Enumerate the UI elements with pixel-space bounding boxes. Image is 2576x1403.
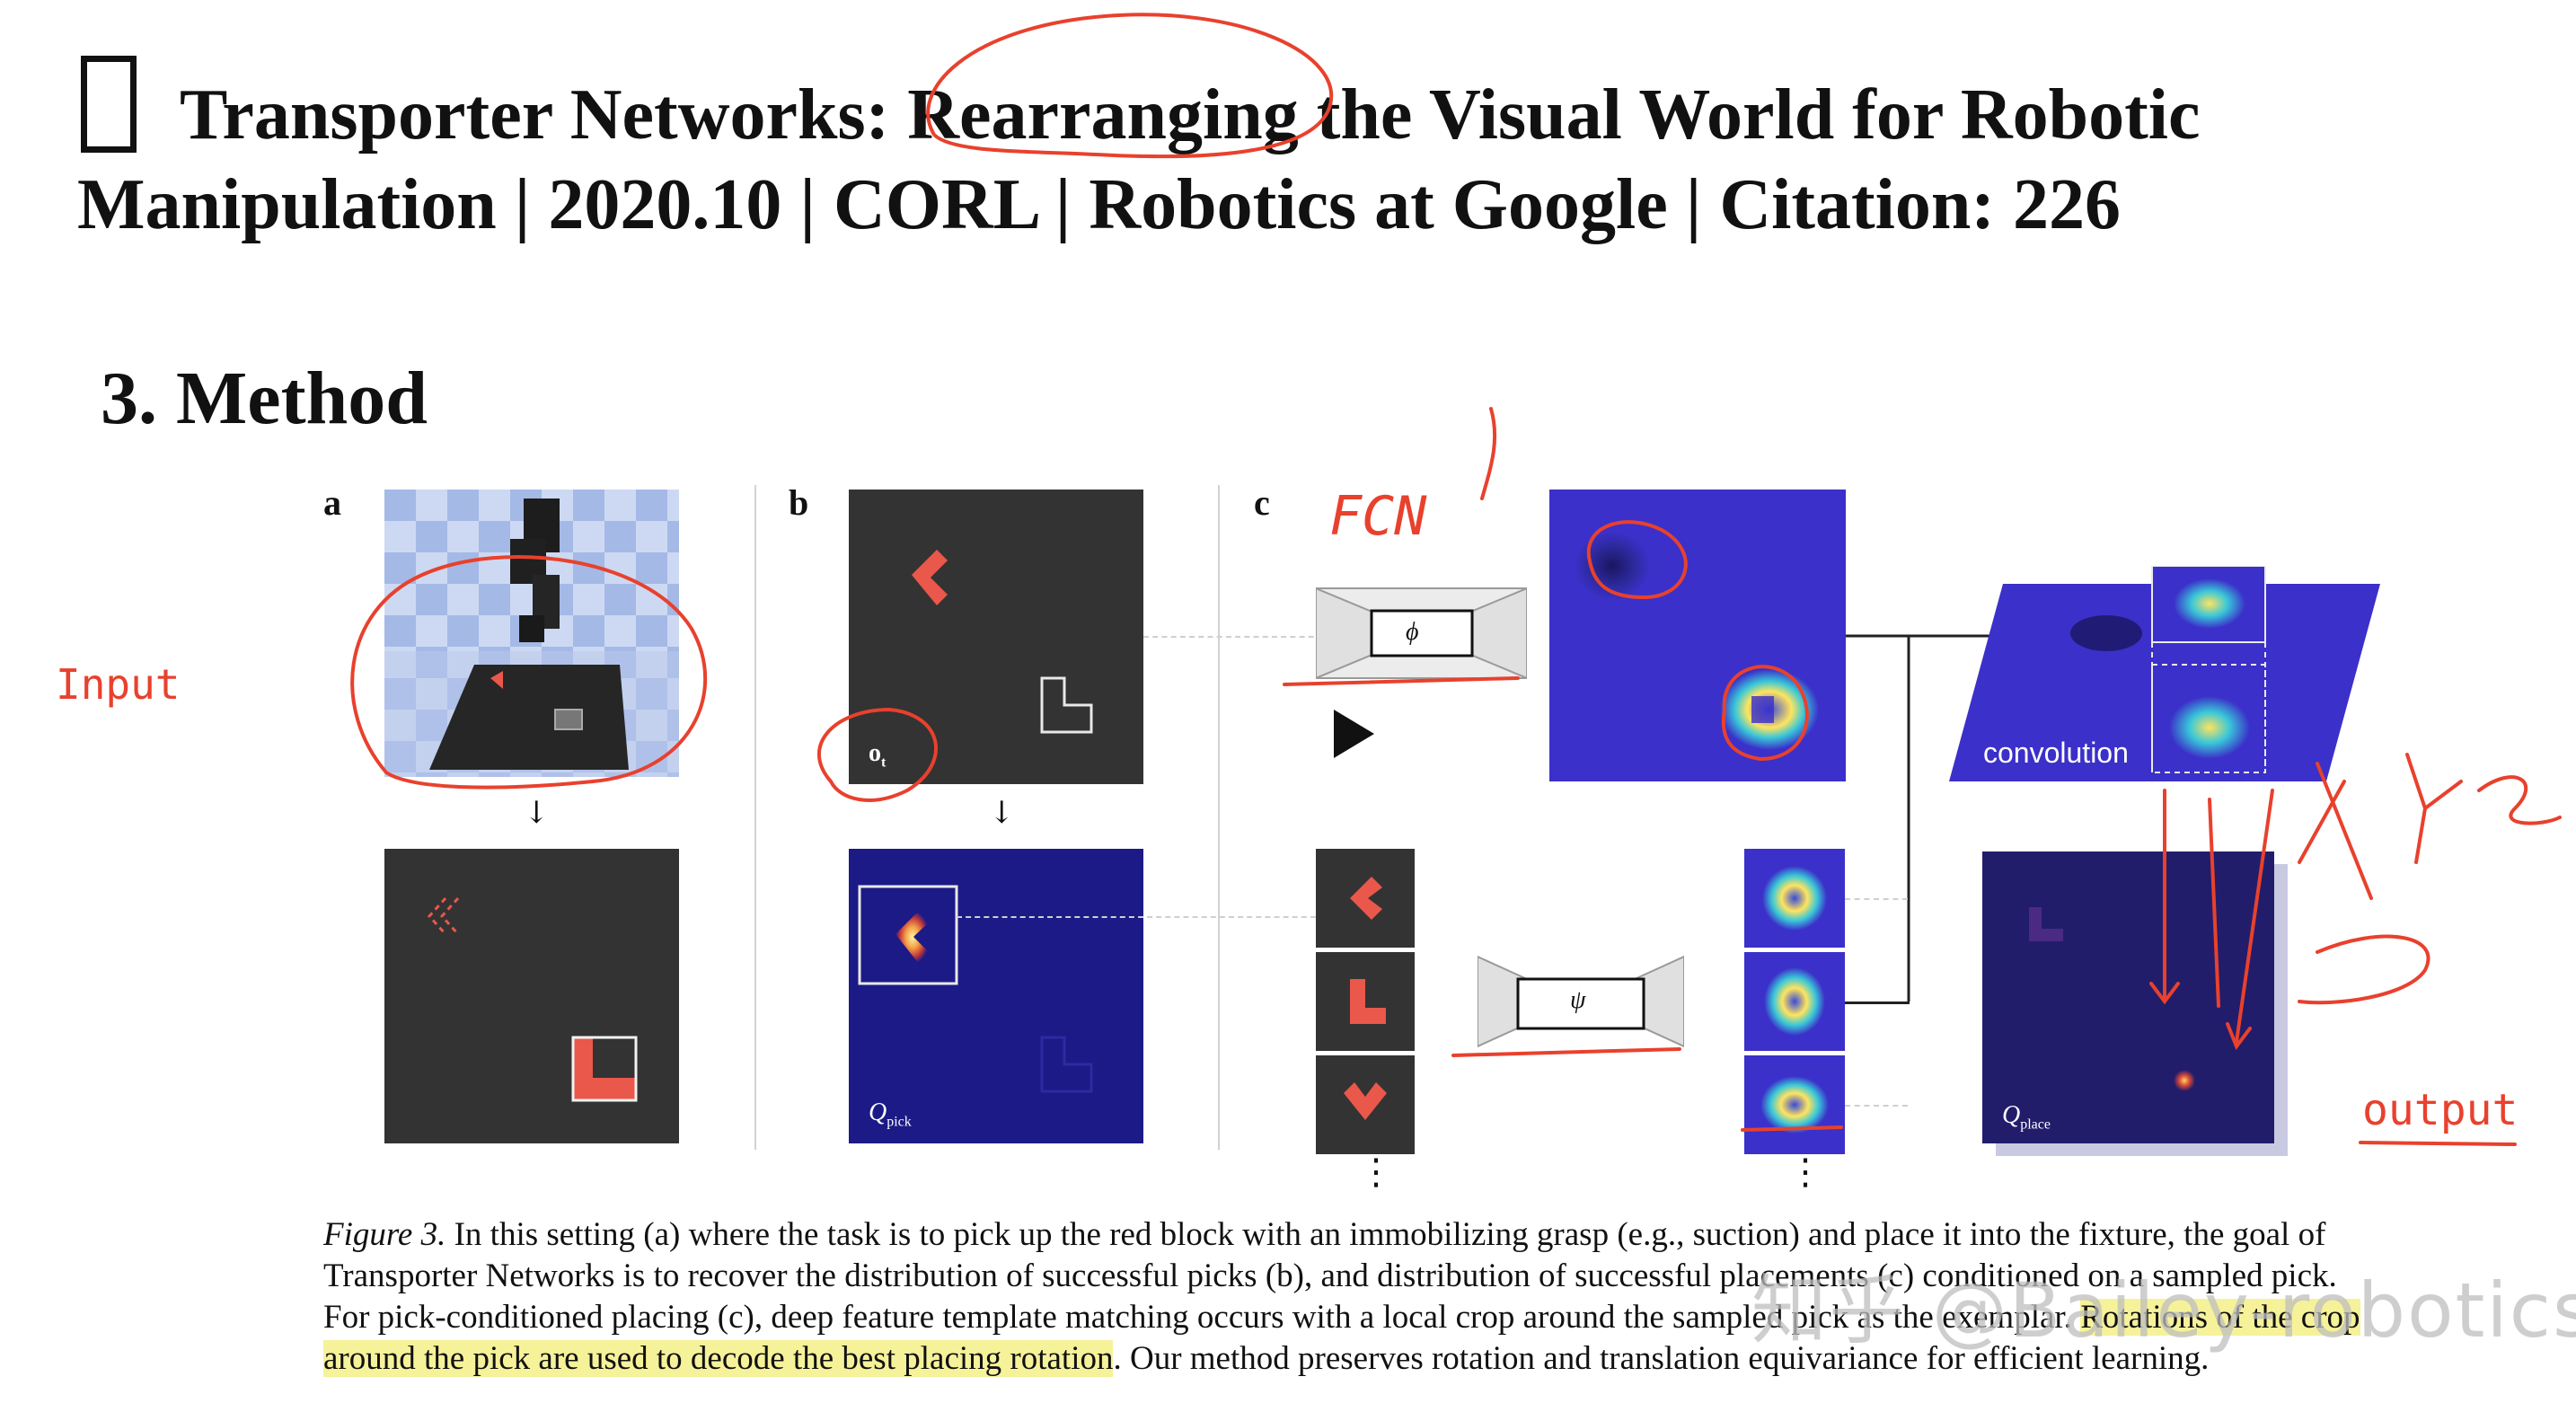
paper-title-line1: Transporter Networks: Rearranging the Vi…: [180, 75, 2201, 154]
play-icon: [1334, 710, 1374, 758]
q-place-heatmap: Qplace: [1982, 852, 2274, 1143]
annotation-fcn: FCN: [1329, 485, 1427, 548]
phi-network: [1316, 587, 1527, 680]
dashed-connector-2: [957, 916, 1325, 918]
panel-b-label: b: [789, 482, 809, 523]
separator-bc: [1218, 485, 1220, 1150]
phi-label: ϕ: [1406, 618, 1419, 646]
psi-feature-maps: [1744, 849, 1845, 1154]
connector-psi: [1845, 1002, 1910, 1004]
crop-rot-2: [1316, 1055, 1415, 1154]
crop-rot-1: [1316, 952, 1415, 1051]
placeholder-glyph-icon: [81, 56, 137, 153]
dashed-connector-3: [1845, 898, 1908, 900]
paper-title-line2: Manipulation | 2020.10 | CORL | Robotics…: [77, 165, 2121, 244]
caption-text-1: In this setting (a) where the task is to…: [323, 1216, 2337, 1336]
arrow-down-a: ↓: [524, 795, 550, 831]
obs-label: ot: [869, 739, 887, 771]
rearranging-circle-annotation: [926, 13, 1334, 159]
psi-label: ψ: [1570, 986, 1586, 1014]
q-pick-label: Qpick: [869, 1099, 912, 1130]
crop-rot-0: [1316, 849, 1415, 948]
dashed-connector-1: [1143, 636, 1323, 638]
figure-caption: Figure 3. In this setting (a) where the …: [323, 1214, 2389, 1380]
phi-feature-map: [1549, 490, 1846, 781]
panel-a-label: a: [323, 482, 341, 523]
separator-ab: [754, 485, 756, 1150]
panel-b-observation: ot: [849, 490, 1143, 784]
robot-scene-render: [384, 490, 679, 777]
convolution-volume: [1949, 566, 2380, 781]
section-heading: 3. Method: [101, 357, 428, 440]
psi-network: [1478, 955, 1684, 1048]
caption-figure-label: Figure 3.: [323, 1216, 446, 1253]
panel-a-topdown: [384, 849, 679, 1143]
annotation-output: output: [2362, 1085, 2519, 1135]
q-pick-heatmap: Qpick: [849, 849, 1143, 1143]
q-place-label: Qplace: [2002, 1101, 2051, 1133]
convolution-label: convolution: [1983, 737, 2129, 769]
panel-c-label: c: [1254, 482, 1270, 523]
caption-text-2: . Our method preserves rotation and tran…: [1113, 1340, 2210, 1377]
zhihu-watermark: 知乎 @Bailey-robotics: [1751, 1266, 2576, 1354]
arrow-down-b: ↓: [989, 795, 1015, 831]
annotation-input: Input: [56, 660, 181, 709]
dashed-connector-4: [1845, 1105, 1908, 1107]
